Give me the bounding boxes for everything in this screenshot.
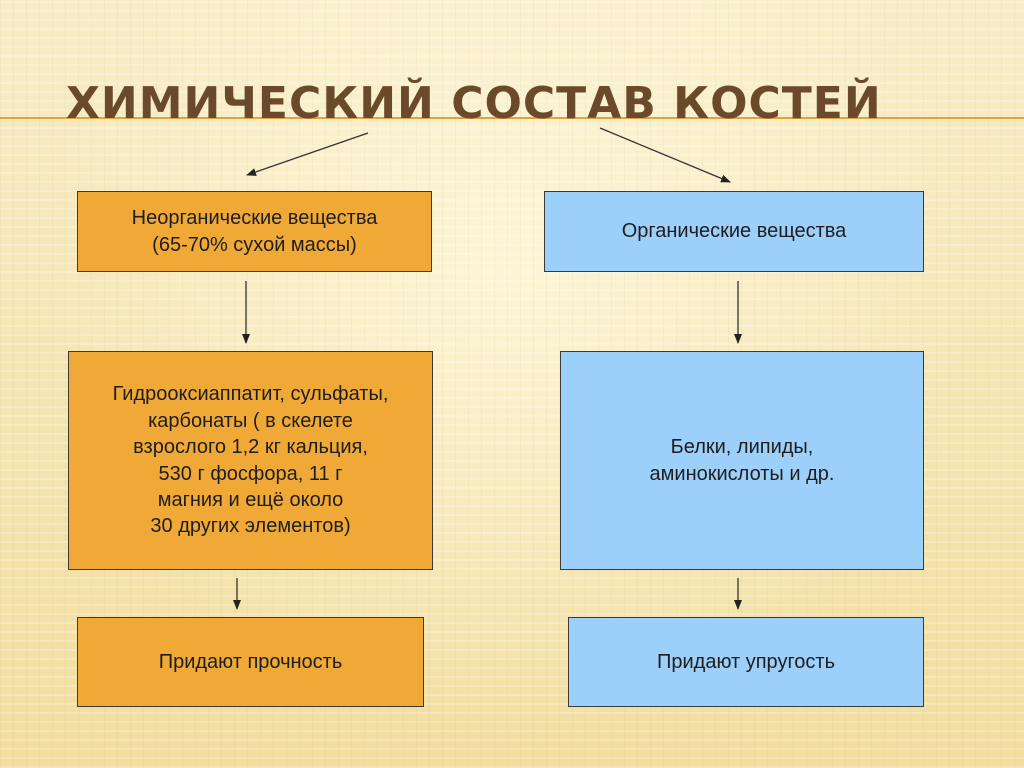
strength-property-box: Придают прочность [77, 617, 424, 707]
title-underline [0, 117, 1024, 119]
elasticity-property-box: Придают упругость [568, 617, 924, 707]
organic-composition-box: Белки, липиды, аминокислоты и др. [560, 351, 924, 570]
arrow-title-to-organic [599, 127, 731, 183]
arrow-title-to-inorganic [246, 132, 369, 176]
inorganic-substances-box: Неорганические вещества (65-70% сухой ма… [77, 191, 432, 272]
inorganic-composition-box: Гидрооксиаппатит, сульфаты, карбонаты ( … [68, 351, 433, 570]
slide-title: ХИМИЧЕСКИЙ СОСТАВ КОСТЕЙ [66, 78, 882, 129]
organic-substances-box: Органические вещества [544, 191, 924, 272]
